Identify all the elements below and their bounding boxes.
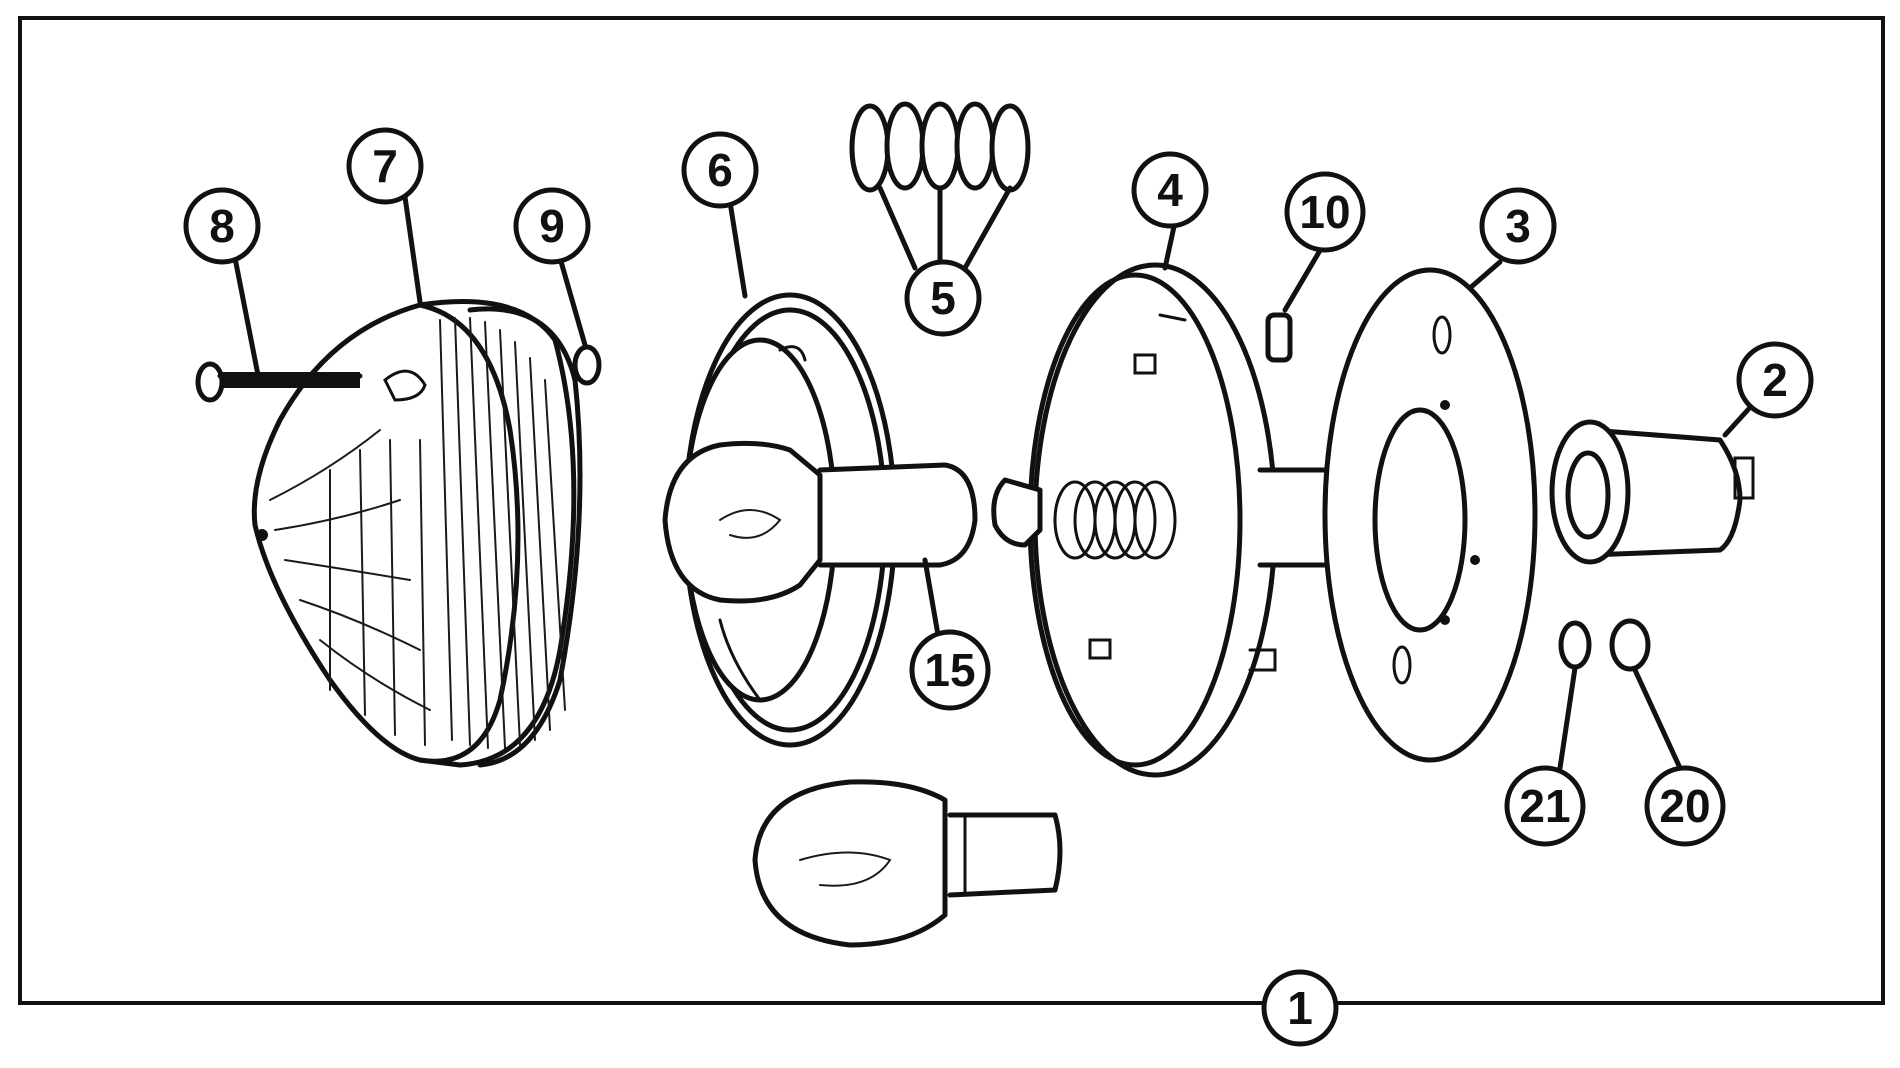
assembly-frame-border <box>18 16 1885 1005</box>
callout-2: 2 <box>1736 341 1814 419</box>
callout-10: 10 <box>1284 171 1366 253</box>
callout-20: 20 <box>1644 765 1726 847</box>
callout-6: 6 <box>681 131 759 209</box>
callout-9-label: 9 <box>539 200 565 252</box>
callout-6-label: 6 <box>707 144 733 196</box>
callout-10-label: 10 <box>1299 186 1350 238</box>
nut-part <box>1609 618 1651 672</box>
callout-7-label: 7 <box>372 140 398 192</box>
callout-9: 9 <box>513 187 591 265</box>
bulb-holder-socket-part <box>1549 419 1755 565</box>
callout-2-label: 2 <box>1762 354 1788 406</box>
spring-washer-part <box>1558 620 1592 670</box>
mounting-plate-part <box>1322 267 1538 763</box>
lens-screw-part <box>195 361 363 403</box>
callouts: 7 8 9 6 5 4 10 3 <box>183 127 1814 1047</box>
loose-bulb-part <box>752 779 1063 948</box>
contact-springs-part <box>849 101 1031 193</box>
callout-15: 15 <box>909 629 991 711</box>
callout-15-label: 15 <box>924 644 975 696</box>
callout-1-label: 1 <box>1287 982 1313 1034</box>
grub-screw-part <box>1265 312 1293 363</box>
callout-5: 5 <box>904 259 982 337</box>
callout-21-label: 21 <box>1519 780 1570 832</box>
callout-8: 8 <box>183 187 261 265</box>
small-washer-part <box>572 344 602 386</box>
callout-21: 21 <box>1504 765 1586 847</box>
callout-4: 4 <box>1131 151 1209 229</box>
callout-20-label: 20 <box>1659 780 1710 832</box>
lamp-body-part <box>991 262 1278 778</box>
bulb-in-holder <box>662 440 978 604</box>
callout-7: 7 <box>346 127 424 205</box>
callout-3-label: 3 <box>1505 200 1531 252</box>
callout-5-label: 5 <box>930 272 956 324</box>
callout-4-label: 4 <box>1157 164 1183 216</box>
callout-3: 3 <box>1479 187 1557 265</box>
lens-part <box>251 299 583 768</box>
callout-8-label: 8 <box>209 200 235 252</box>
callout-1: 1 <box>1261 969 1339 1047</box>
